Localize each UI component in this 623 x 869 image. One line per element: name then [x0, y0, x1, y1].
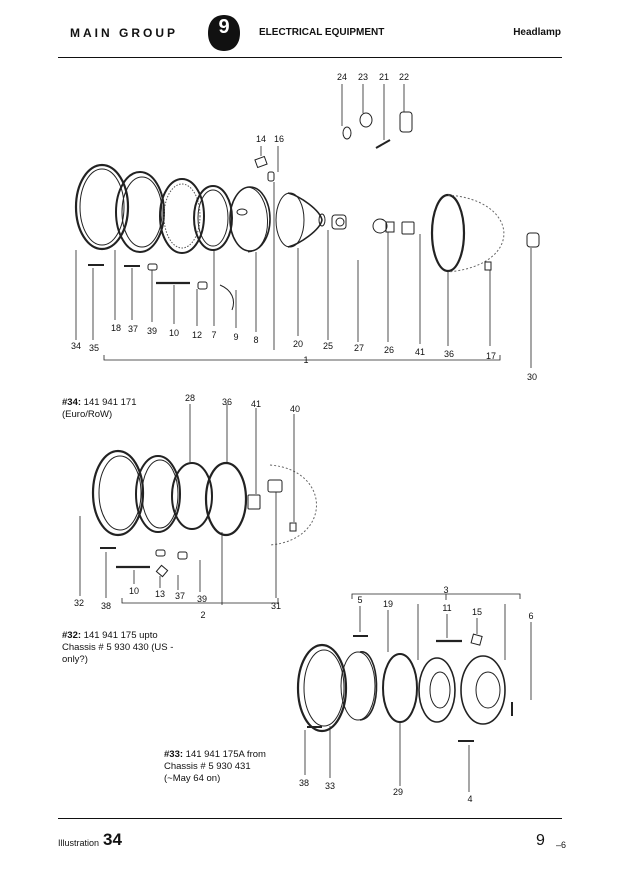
callout: 15 — [471, 607, 482, 617]
callout: 32 — [73, 598, 84, 608]
callout: 11 — [442, 603, 452, 613]
callout: 34 — [70, 341, 81, 351]
illustration-number: 34 — [103, 830, 122, 849]
callout: 17 — [485, 351, 496, 361]
callout: 28 — [184, 393, 195, 403]
callout: 10 — [128, 586, 139, 596]
callout: 40 — [289, 404, 300, 414]
callout: 12 — [191, 330, 202, 340]
header-rule — [58, 57, 562, 58]
callout: 7 — [211, 330, 217, 340]
callout: 18 — [110, 323, 121, 333]
callout: 2 — [200, 610, 206, 620]
page-header: MAIN GROUP 9 ELECTRICAL EQUIPMENT Headla… — [0, 0, 623, 60]
topic-title: Headlamp — [513, 27, 561, 38]
group-badge-icon — [208, 15, 240, 51]
callout: 13 — [154, 589, 165, 599]
callout: 4 — [467, 794, 473, 804]
callout: 37 — [127, 324, 138, 334]
callout: 22 — [398, 72, 409, 82]
illustration-label: Illustration — [58, 838, 100, 848]
note-text: 141 941 175A from Chassis # 5 930 431 (~… — [164, 749, 266, 784]
callout: 27 — [353, 343, 364, 353]
top-assembly — [74, 84, 540, 368]
footer-rule — [58, 818, 562, 819]
note-ref: #32: — [62, 630, 82, 641]
note-33: #33: 141 941 175A from Chassis # 5 930 4… — [164, 749, 266, 785]
callout: 31 — [270, 601, 281, 611]
callout: 39 — [146, 326, 157, 336]
bottom-assembly — [296, 593, 532, 792]
callout: 25 — [322, 341, 333, 351]
callout: 10 — [168, 328, 179, 338]
callout: 35 — [88, 343, 99, 353]
callout: 30 — [526, 372, 537, 382]
note-text: 141 941 171 (Euro/RoW) — [62, 397, 137, 420]
main-group-label: MAIN GROUP — [70, 26, 178, 40]
note-32: #32: 141 941 175 upto Chassis # 5 930 43… — [62, 630, 173, 666]
callout: 1 — [303, 355, 309, 365]
callout: 5 — [357, 595, 363, 605]
callout: 9 — [233, 332, 239, 342]
section-title: ELECTRICAL EQUIPMENT — [259, 27, 385, 38]
note-text: 141 941 175 upto Chassis # 5 930 430 (US… — [62, 630, 174, 665]
note-ref: #33: — [164, 749, 184, 760]
middle-assembly — [79, 404, 317, 605]
callout: 23 — [357, 72, 368, 82]
callout: 14 — [255, 134, 266, 144]
callout: 24 — [336, 72, 347, 82]
callout: 16 — [273, 134, 284, 144]
callout: 38 — [100, 601, 111, 611]
callout: 8 — [253, 335, 259, 345]
callout: 6 — [528, 611, 534, 621]
callout: 3 — [443, 585, 449, 595]
page-sub-number: –6 — [556, 840, 567, 850]
page-number: 9 — [536, 832, 545, 849]
callout: 36 — [221, 397, 232, 407]
note-ref: #34: — [62, 397, 82, 408]
callout: 29 — [392, 787, 403, 797]
callout: 36 — [443, 349, 454, 359]
callout: 37 — [174, 591, 185, 601]
callout: 19 — [382, 599, 393, 609]
note-34: #34: 141 941 171 (Euro/RoW) — [62, 397, 137, 421]
callout: 39 — [196, 594, 207, 604]
callout: 20 — [292, 339, 303, 349]
callout: 21 — [378, 72, 389, 82]
callout: 41 — [414, 347, 425, 357]
callout: 33 — [324, 781, 335, 791]
group-number: 9 — [218, 16, 230, 38]
callout: 26 — [383, 345, 394, 355]
callout: 38 — [298, 778, 309, 788]
callout: 41 — [250, 399, 261, 409]
